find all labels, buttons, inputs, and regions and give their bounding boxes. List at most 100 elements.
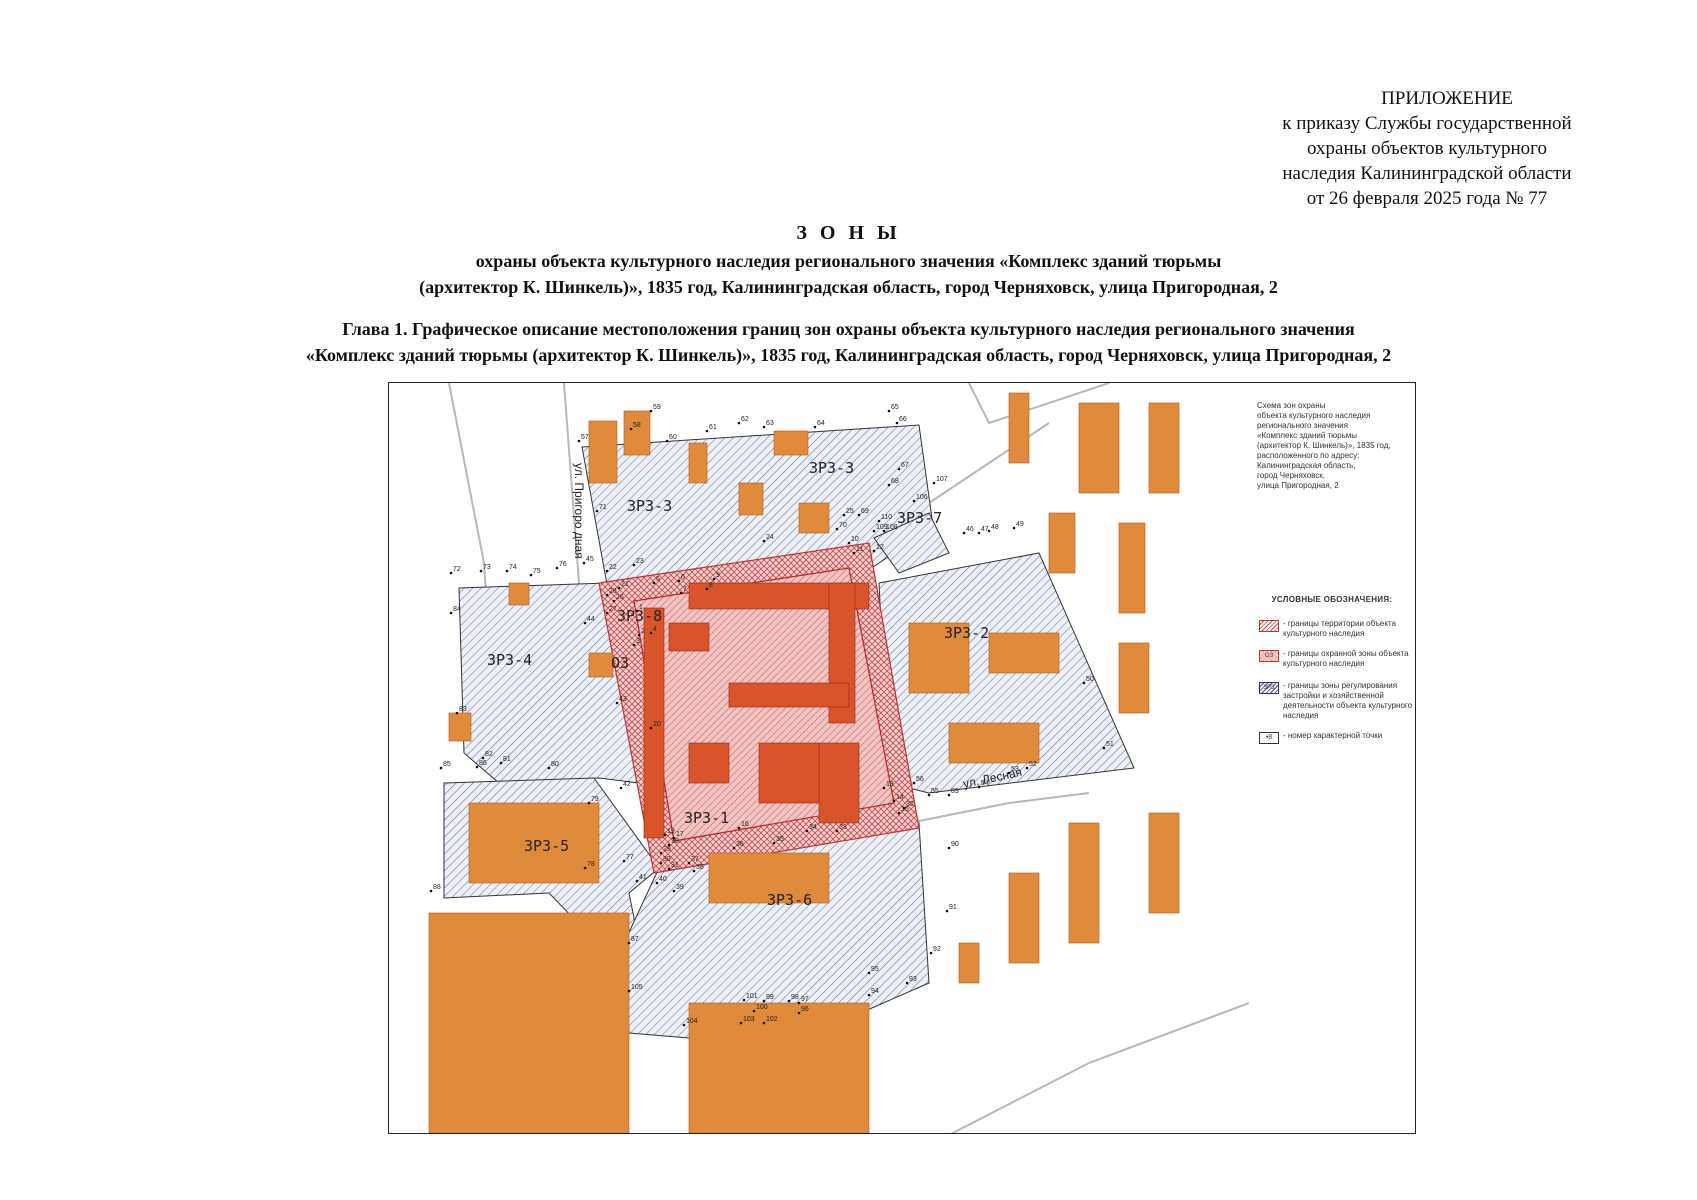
characteristic-point-marker bbox=[892, 799, 896, 803]
legend-desc-line: «Комплекс зданий тюрьмы bbox=[1257, 431, 1358, 440]
characteristic-point-label: 57 bbox=[581, 434, 589, 441]
characteristic-point-marker bbox=[627, 989, 631, 993]
characteristic-point-label: 67 bbox=[901, 462, 909, 469]
characteristic-point-marker bbox=[605, 569, 609, 573]
characteristic-point-label: 56 bbox=[916, 776, 924, 783]
characteristic-point-marker bbox=[481, 756, 485, 760]
characteristic-point-label: 29 bbox=[663, 846, 671, 853]
legend-label: - номер характерной точки bbox=[1283, 731, 1383, 740]
characteristic-point-label: 84 bbox=[453, 606, 461, 613]
characteristic-point-marker bbox=[737, 421, 741, 425]
map-canvas: ЗРЗ-3 ЗРЗ-3 ЗРЗ-7 ЗРЗ-8 ЗРЗ-2 ЗРЗ-4 ОЗ З… bbox=[389, 383, 1249, 1133]
characteristic-point-marker bbox=[867, 971, 871, 975]
legend-label: - границы охранной зоны объекта культурн… bbox=[1283, 649, 1409, 668]
characteristic-point-label: 5 bbox=[656, 576, 660, 583]
characteristic-point-marker bbox=[619, 786, 623, 790]
characteristic-point-marker bbox=[617, 586, 621, 590]
characteristic-point-label: 30 bbox=[663, 856, 671, 863]
characteristic-point-marker bbox=[835, 527, 839, 531]
characteristic-point-label: 94 bbox=[871, 988, 879, 995]
characteristic-point-marker bbox=[872, 549, 876, 553]
legend-item-point: •8 - номер характерной точки bbox=[1259, 731, 1414, 744]
appendix-line: к приказу Службы государственной bbox=[1282, 113, 1572, 134]
characteristic-point-marker bbox=[813, 425, 817, 429]
characteristic-point-label: 97 bbox=[801, 996, 809, 1003]
characteristic-point-marker bbox=[835, 829, 839, 833]
zone-label: ЗРЗ-3 bbox=[809, 459, 854, 477]
subtitle-line: охраны объекта культурного наследия реги… bbox=[475, 251, 1222, 271]
appendix-line: наследия Калининградской области bbox=[1282, 163, 1572, 184]
characteristic-point-marker bbox=[682, 1023, 686, 1027]
characteristic-point-label: 43 bbox=[619, 696, 627, 703]
characteristic-point-label: 41 bbox=[639, 874, 647, 881]
characteristic-point-label: 58 bbox=[633, 422, 641, 429]
chapter-line: «Комплекс зданий тюрьмы (архитектор К. Ш… bbox=[305, 345, 1392, 365]
characteristic-point-label: 14 bbox=[896, 794, 904, 801]
legend-desc-line: объекта культурного наследия bbox=[1257, 411, 1371, 420]
characteristic-point-label: 69 bbox=[861, 508, 869, 515]
characteristic-point-marker bbox=[902, 806, 906, 810]
characteristic-point-marker bbox=[947, 793, 951, 797]
characteristic-point-label: 31 bbox=[671, 862, 679, 869]
legend-desc-line: регионального значения bbox=[1257, 421, 1348, 430]
characteristic-point-label: 93 bbox=[909, 976, 917, 983]
characteristic-point-label: 16 bbox=[741, 821, 749, 828]
characteristic-point-label: 6 bbox=[681, 574, 685, 581]
characteristic-point-label: 92 bbox=[933, 946, 941, 953]
characteristic-point-label: 82 bbox=[485, 751, 493, 758]
characteristic-point-marker bbox=[1025, 766, 1029, 770]
characteristic-point-marker bbox=[847, 541, 851, 545]
characteristic-point-label: 51 bbox=[1106, 741, 1114, 748]
legend-item-zrz: ЗРЗ - границы зоны регулирования застрой… bbox=[1259, 681, 1414, 721]
legend-desc-line: расположенного по адресу: bbox=[1257, 451, 1360, 460]
characteristic-point-marker bbox=[929, 951, 933, 955]
characteristic-point-label: 2 bbox=[641, 628, 645, 635]
characteristic-point-marker bbox=[672, 836, 676, 840]
characteristic-point-label: 21 bbox=[621, 581, 629, 588]
characteristic-point-marker bbox=[712, 577, 716, 581]
characteristic-point-label: 47 bbox=[981, 526, 989, 533]
characteristic-point-label: 95 bbox=[871, 966, 879, 973]
characteristic-point-label: 99 bbox=[766, 994, 774, 1001]
characteristic-point-marker bbox=[987, 529, 991, 533]
legend-item-territory: - границы территории объекта культурного… bbox=[1259, 619, 1414, 639]
characteristic-point-marker bbox=[605, 611, 609, 615]
characteristic-point-marker bbox=[663, 833, 667, 837]
zone-label: ЗРЗ-3 bbox=[627, 497, 672, 515]
characteristic-point-label: 61 bbox=[709, 424, 717, 431]
characteristic-point-marker bbox=[652, 581, 656, 585]
characteristic-point-marker bbox=[772, 841, 776, 845]
characteristic-point-marker bbox=[665, 439, 669, 443]
characteristic-point-label: 12 bbox=[876, 544, 884, 551]
characteristic-point-label: 1 bbox=[639, 604, 643, 611]
characteristic-point-label: 106 bbox=[916, 494, 928, 501]
characteristic-point-marker bbox=[797, 1011, 801, 1015]
characteristic-point-marker bbox=[583, 866, 587, 870]
legend-desc-line: город Черняховск, bbox=[1257, 471, 1326, 480]
appendix-line: охраны объектов культурного bbox=[1307, 138, 1547, 159]
characteristic-point-label: 37 bbox=[691, 856, 699, 863]
characteristic-point-marker bbox=[797, 1001, 801, 1005]
characteristic-point-marker bbox=[927, 793, 931, 797]
characteristic-point-marker bbox=[679, 591, 683, 595]
characteristic-point-marker bbox=[752, 1009, 756, 1013]
characteristic-point-marker bbox=[667, 843, 671, 847]
characteristic-point-marker bbox=[762, 425, 766, 429]
characteristic-point-marker bbox=[852, 551, 856, 555]
zone-label: ЗРЗ-2 bbox=[944, 624, 989, 642]
characteristic-point-label: 27 bbox=[609, 606, 617, 613]
legend-swatch-zrz: ЗРЗ bbox=[1259, 682, 1279, 694]
characteristic-point-marker bbox=[635, 609, 639, 613]
characteristic-point-marker bbox=[479, 569, 483, 573]
characteristic-point-label: 80 bbox=[551, 761, 559, 768]
document-subtitle: охраны объекта культурного наследия реги… bbox=[0, 248, 1697, 300]
zone-label: ЗРЗ-6 bbox=[767, 891, 812, 909]
characteristic-point-marker bbox=[867, 993, 871, 997]
characteristic-point-label: 86 bbox=[479, 760, 487, 767]
characteristic-point-marker bbox=[605, 593, 609, 597]
characteristic-point-marker bbox=[739, 1021, 743, 1025]
characteristic-point-marker bbox=[659, 861, 663, 865]
characteristic-point-label: 40 bbox=[659, 876, 667, 883]
characteristic-point-marker bbox=[857, 513, 861, 517]
legend-swatch-oz: ОЗ bbox=[1259, 650, 1279, 662]
